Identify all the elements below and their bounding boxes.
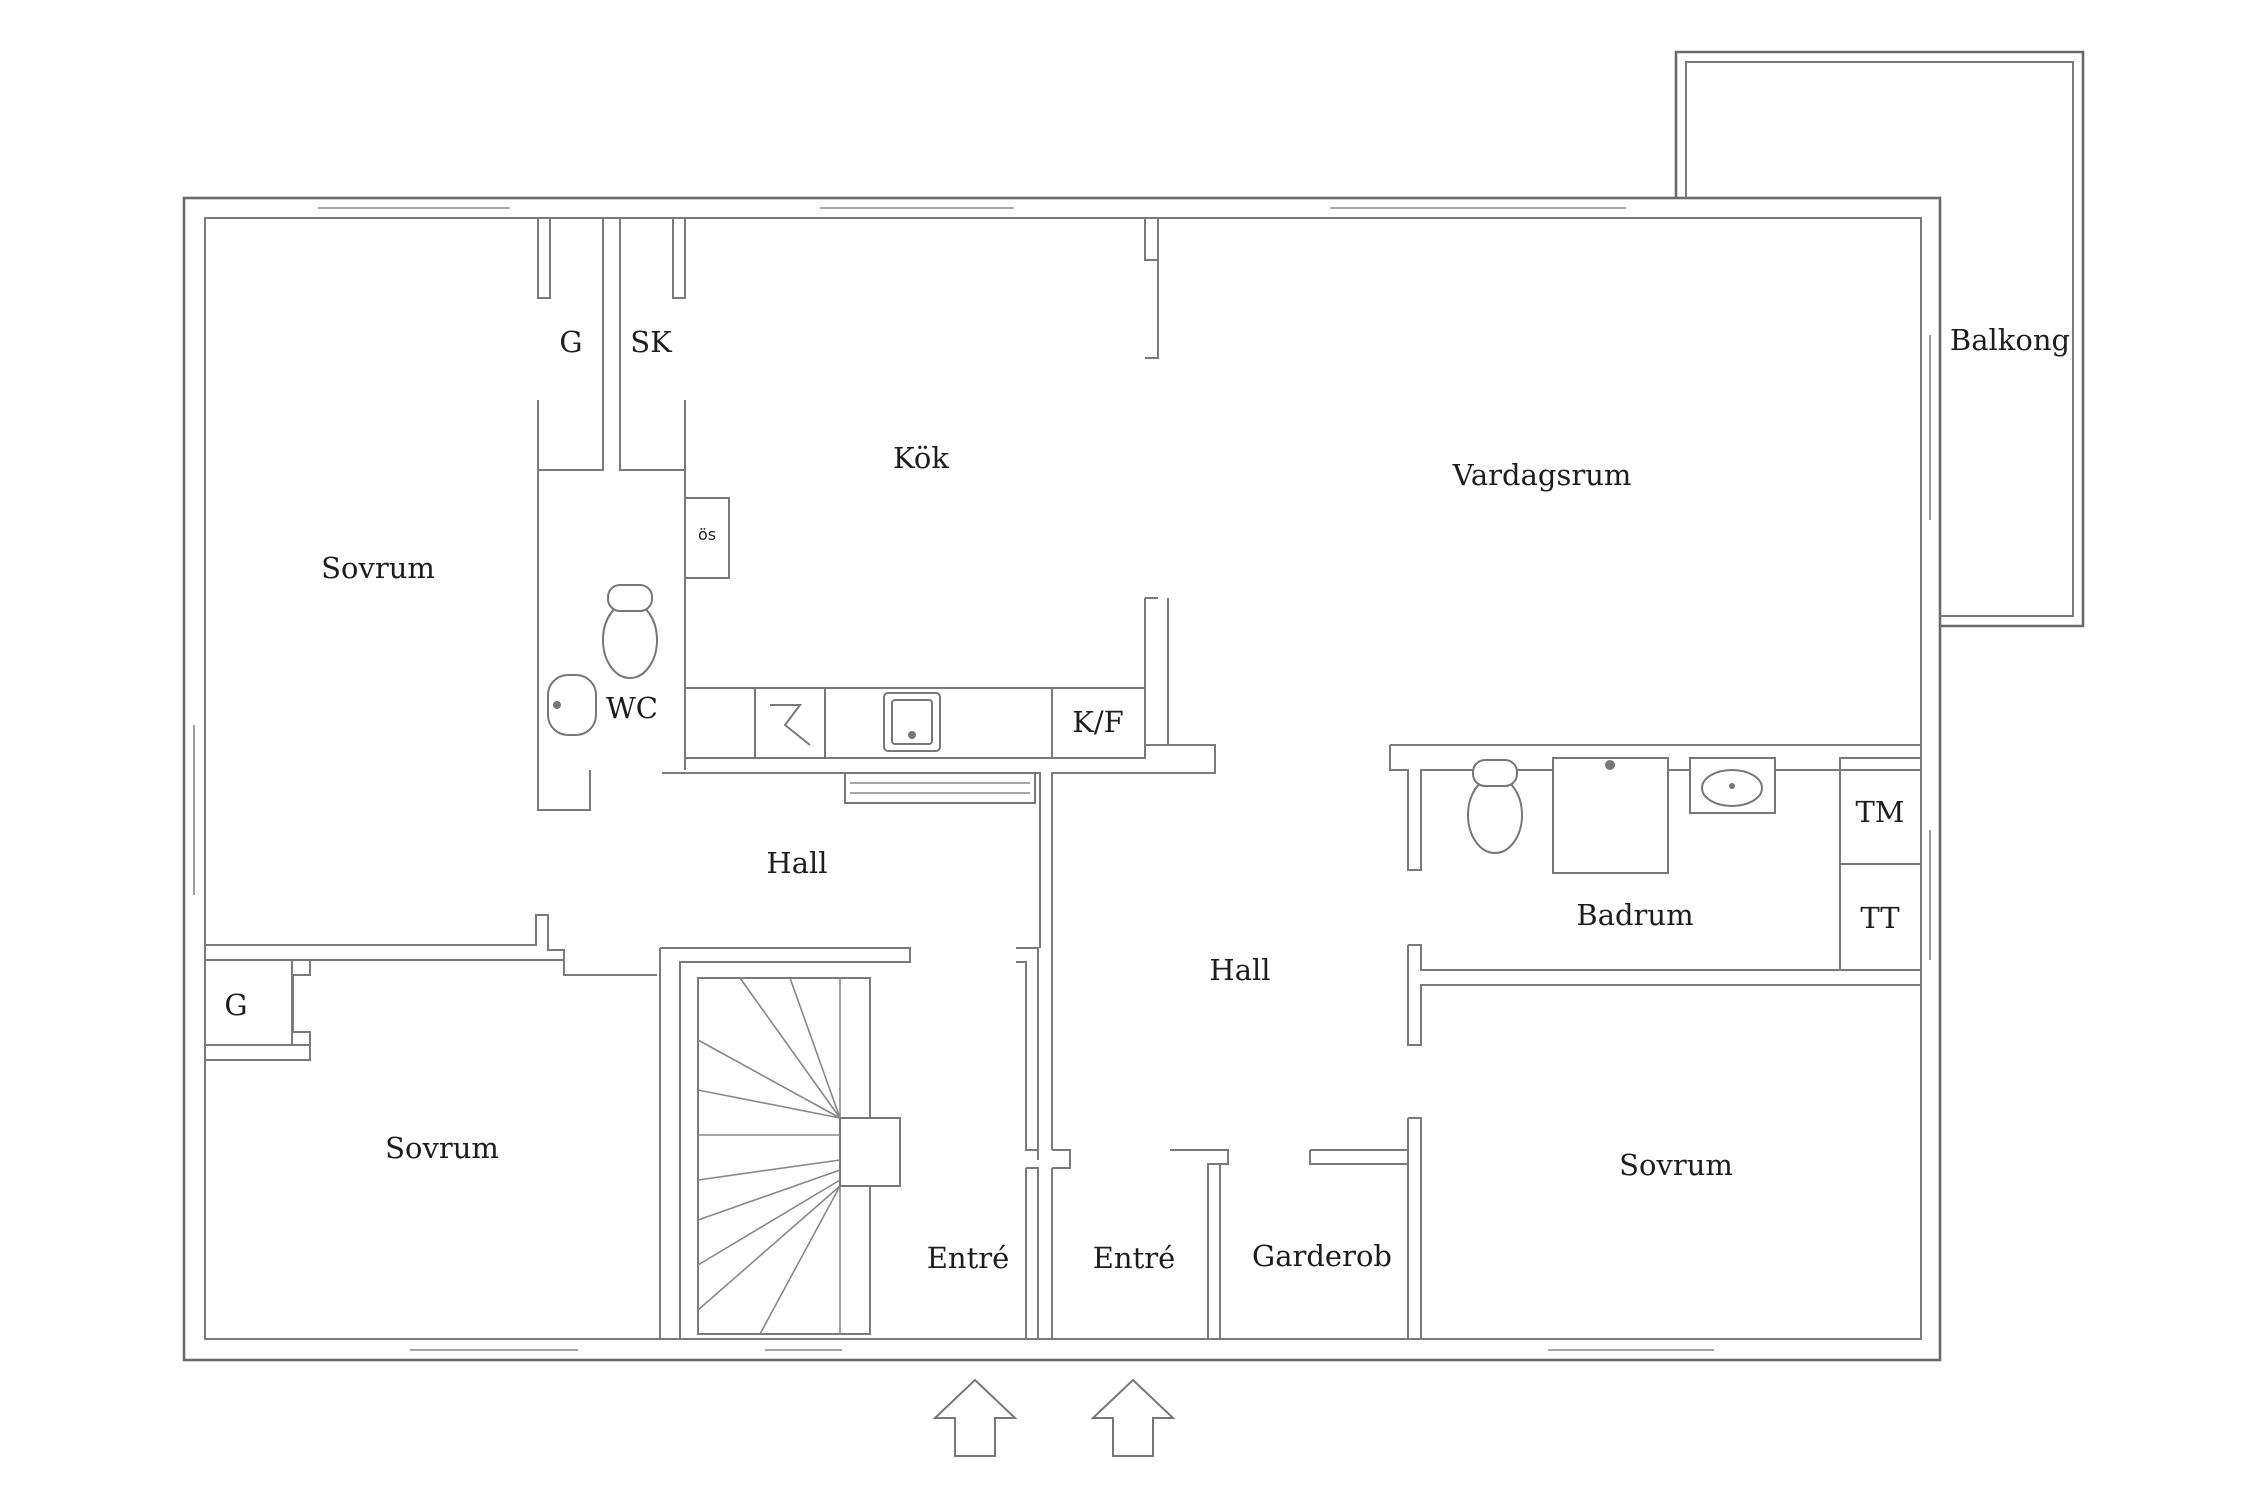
windows — [193, 207, 1931, 1351]
room-label-balkong: Balkong — [1950, 323, 2070, 357]
shower-icon — [1552, 757, 1669, 874]
toilet-icon — [602, 584, 658, 679]
kitchen-sink-icon — [883, 692, 941, 752]
entrance-arrow-icon — [932, 1378, 1018, 1457]
room-label-entre: Entré — [927, 1241, 1010, 1275]
room-label-entre: Entré — [1093, 1241, 1176, 1275]
interior-walls — [204, 218, 1922, 1339]
room-label-g: G — [559, 325, 582, 359]
room-label-wc: WC — [606, 691, 658, 725]
room-label-os: ös — [698, 525, 716, 544]
room-label-hall: Hall — [1209, 953, 1270, 987]
room-label-kok: Kök — [893, 441, 949, 475]
sink-icon — [547, 674, 597, 736]
room-label-kf: K/F — [1072, 705, 1124, 739]
room-label-vardagsrum: Vardagsrum — [1452, 458, 1632, 492]
stove-icon — [754, 687, 826, 759]
room-label-tm: TM — [1855, 795, 1904, 829]
room-labels: Sovrum G SK Kök ös WC K/F Vardagsrum Bal… — [224, 323, 2070, 1275]
sink-icon — [1689, 757, 1776, 814]
toilet-icon — [1467, 759, 1523, 854]
room-label-hall: Hall — [766, 846, 827, 880]
room-label-tt: TT — [1860, 901, 1900, 935]
room-label-badrum: Badrum — [1576, 898, 1693, 932]
entrance-arrow-icon — [1090, 1378, 1176, 1457]
radiator-icon — [844, 772, 1036, 804]
room-label-sovrum: Sovrum — [321, 551, 435, 585]
room-label-sovrum: Sovrum — [385, 1131, 499, 1165]
room-label-garderob: Garderob — [1252, 1239, 1392, 1273]
room-label-g: G — [224, 988, 247, 1022]
room-label-sk: SK — [630, 325, 673, 359]
spiral-staircase-icon — [697, 977, 901, 1335]
room-label-sovrum: Sovrum — [1619, 1148, 1733, 1182]
